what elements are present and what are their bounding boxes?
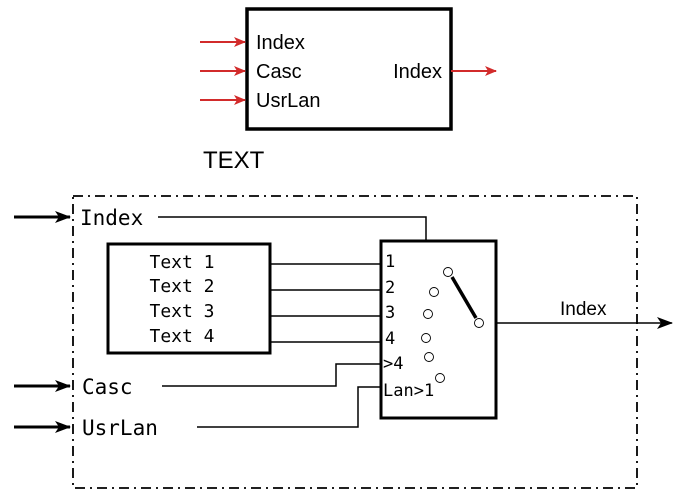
selector-input-1: 1 xyxy=(385,252,395,272)
block-input-label-usrlan: UsrLan xyxy=(256,90,320,112)
selector-box xyxy=(379,239,498,420)
wire-index xyxy=(158,216,427,241)
switch-contacts xyxy=(421,267,484,383)
detail-output-label-index: Index xyxy=(560,299,607,320)
wire-casc xyxy=(162,363,380,387)
block-name-label: TEXT xyxy=(203,147,265,174)
block-input-label-casc: Casc xyxy=(256,61,302,83)
selector-input-2: 2 xyxy=(385,278,395,298)
selector-input-3: 3 xyxy=(385,303,395,323)
wire-usrlan xyxy=(197,386,380,428)
text-entry-2: Text 2 xyxy=(149,276,214,297)
block-input-label-index: Index xyxy=(256,32,305,54)
selector-input-lan: Lan>1 xyxy=(383,381,434,401)
detail-input-label-casc: Casc xyxy=(82,375,133,399)
function-boundary xyxy=(72,195,638,489)
text-table-box xyxy=(106,242,272,355)
switch-pivot xyxy=(474,318,484,328)
detail-input-label-index: Index xyxy=(80,206,143,230)
text-block-symbol: Index Casc UsrLan Index TEXT xyxy=(200,7,497,174)
switch-contact-5 xyxy=(424,352,434,362)
selector-input-4: 4 xyxy=(385,329,395,349)
detail-input-label-usrlan: UsrLan xyxy=(82,416,158,440)
text-block-detail: Index Casc UsrLan Text 1 Text 2 Text 3 T… xyxy=(14,195,673,489)
text-entry-4: Text 4 xyxy=(149,326,214,347)
text-entry-1: Text 1 xyxy=(149,252,214,273)
switch-contact-2 xyxy=(429,287,439,297)
text-block-box xyxy=(245,7,453,131)
selector-input-gt4: >4 xyxy=(383,354,403,374)
switch-contact-1 xyxy=(443,267,453,277)
text-entry-3: Text 3 xyxy=(149,301,214,322)
switch-lever xyxy=(450,276,478,319)
block-output-label-index: Index xyxy=(393,61,442,83)
switch-contact-4 xyxy=(421,333,431,343)
switch-contact-3 xyxy=(423,309,433,319)
switch-contact-6 xyxy=(435,373,445,383)
